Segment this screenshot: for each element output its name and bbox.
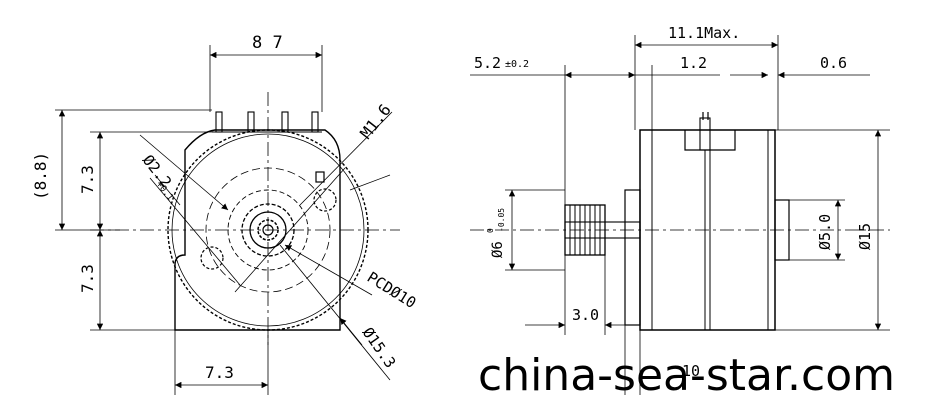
hole-leader: [139, 134, 229, 211]
shaft-core: [262, 224, 274, 236]
terminal-pin: [699, 117, 711, 151]
dim-bottom-width: 7.3: [205, 363, 234, 382]
flange: [624, 189, 641, 326]
shaft-extension-label: 5.2: [474, 54, 501, 72]
pcd-label: PCDØ10: [364, 268, 419, 312]
inner-circle: [227, 189, 309, 271]
dim-upper: 7.3: [78, 165, 97, 194]
m16-leader: [299, 111, 393, 206]
body-diameter-label: Ø15: [856, 223, 874, 250]
boss-diameter-label: Ø5.0: [816, 214, 834, 250]
rear-gap-label: 0.6: [820, 54, 847, 72]
pcd-circle: [205, 167, 331, 293]
flange-thickness-label: 1.2: [680, 54, 707, 72]
housing-outline: [174, 129, 341, 331]
pinion-gear: [241, 203, 295, 257]
od-leader: [279, 244, 391, 381]
mount-tab: [315, 171, 325, 183]
shaft-extension-tolerance: ±0.2: [505, 59, 529, 70]
watermark: china-sea-star.com: [478, 350, 895, 401]
gear-length-label: 3.0: [572, 306, 599, 324]
shaft-diameter-tolerance-upper: 0: [486, 228, 495, 233]
rear-boss: [774, 199, 790, 261]
shaft-diameter-tolerance: -0.05: [497, 208, 506, 232]
side-view: [470, 35, 890, 395]
outer-ring-inner: [171, 133, 365, 327]
mount-hole-lower: [200, 246, 224, 270]
pinion-inner: [249, 211, 287, 249]
max-length-label: 11.1Max.: [668, 24, 740, 42]
front-view: [55, 45, 400, 395]
thread-label: M1.6: [356, 100, 395, 142]
outer-diameter-label: Ø15.3: [359, 324, 400, 371]
shaft-diameter-label: Ø6: [490, 241, 506, 258]
dim-height-total: (8.8): [31, 152, 50, 200]
dim-lower: 7.3: [78, 264, 97, 293]
shaft-gear: [257, 219, 279, 241]
dim-width-top: 8 7: [252, 33, 283, 53]
hole-tolerance: +0.1: [154, 180, 175, 203]
terminal-pins: [212, 111, 322, 133]
pcd-leader: [284, 244, 373, 296]
mount-hole-upper: [313, 188, 337, 212]
bottom-dimension-label: 10: [682, 362, 700, 380]
